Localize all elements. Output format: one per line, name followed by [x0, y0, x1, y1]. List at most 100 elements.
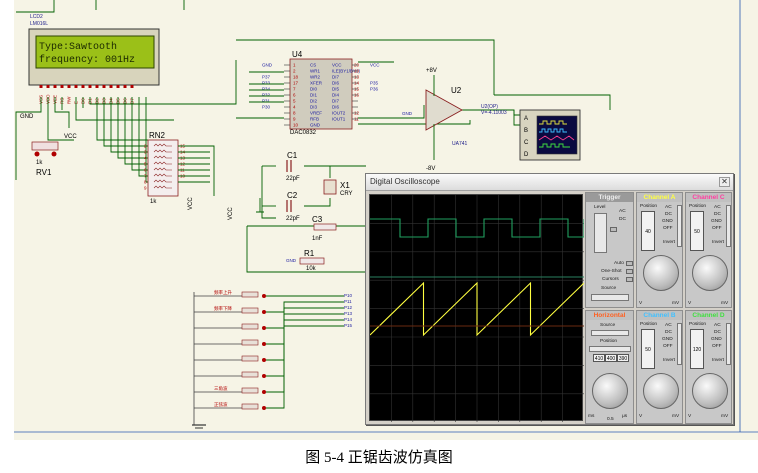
- dac-pin-label: DI7: [332, 75, 340, 80]
- trigger-label: Trigger: [586, 193, 633, 202]
- horizontal-position-slider[interactable]: [589, 346, 631, 352]
- r1-ref: R1: [304, 249, 315, 258]
- push-button[interactable]: [241, 307, 259, 314]
- oscillator-circuit[interactable]: C1 22pF C2 22pF X1 CRY C3 1nF R1 10k GND…: [228, 151, 374, 273]
- dac-pin-label: IOUT1: [332, 117, 346, 122]
- dac-pin-label: XFER: [310, 81, 323, 86]
- port-label: P15: [344, 323, 353, 328]
- svg-text:VCC: VCC: [188, 197, 194, 210]
- push-button[interactable]: [241, 291, 259, 298]
- trigger-source-selector[interactable]: [591, 294, 629, 301]
- channel-d-position[interactable]: 120: [690, 329, 704, 369]
- opamp-probe-value: V=-4.11003: [481, 110, 507, 116]
- lcd-display[interactable]: LCD2 LM016L Type:Sawtooth frequency: 001…: [28, 14, 160, 104]
- dac-pin-label: ILE(BY1/BY2): [332, 69, 361, 74]
- trigger-coupling-switch[interactable]: [610, 227, 617, 232]
- push-button[interactable]: [241, 323, 259, 330]
- cursors-toggle[interactable]: [626, 277, 633, 282]
- push-button[interactable]: [241, 339, 259, 346]
- c3-ref: C3: [312, 215, 323, 224]
- channel-c-volts-knob[interactable]: [692, 255, 728, 291]
- horizontal-section: Horizontal Source Position 410 400 390 m…: [585, 310, 634, 424]
- close-button[interactable]: ✕: [719, 177, 730, 187]
- scope-screen: [369, 194, 585, 422]
- channel-b-trace: [370, 218, 585, 238]
- channel-d-mode-switch[interactable]: [726, 323, 731, 365]
- dac-pin-number: 7: [293, 87, 296, 92]
- svg-text:1nF: 1nF: [312, 236, 323, 242]
- crystal-ref: X1: [340, 181, 350, 190]
- one-shot-toggle[interactable]: [626, 269, 633, 274]
- channel-b-section: Channel B Position 50 AC DC GND OFF Inve…: [636, 310, 683, 424]
- dac-net-label: P36: [370, 87, 379, 92]
- dac-pin-label: DI5: [332, 87, 340, 92]
- dac-net-label: VCC: [370, 63, 380, 68]
- svg-text:B: B: [524, 128, 528, 134]
- channel-d-label: Channel D: [686, 311, 731, 320]
- channel-a-mode-switch[interactable]: [677, 205, 682, 247]
- dac-pin-label: DI0: [310, 87, 318, 92]
- channel-b-volts-knob[interactable]: [643, 373, 679, 409]
- dac-pin-label: WR1: [310, 69, 320, 74]
- dac-pin-number: 1: [293, 63, 296, 68]
- svg-text:22pF: 22pF: [286, 216, 300, 222]
- lcd-pin-label: RW: [67, 96, 72, 104]
- channel-d-volts-knob[interactable]: [692, 373, 728, 409]
- push-button[interactable]: [241, 403, 259, 410]
- push-button[interactable]: [241, 387, 259, 394]
- dac-pin-label: DI4: [332, 93, 340, 98]
- dac-net-label: P32: [262, 93, 271, 98]
- c2-ref: C2: [287, 191, 298, 200]
- dac-pin-label: DI7: [332, 99, 340, 104]
- horizontal-source-selector[interactable]: [591, 330, 629, 336]
- channel-a-volts-knob[interactable]: [643, 255, 679, 291]
- auto-toggle[interactable]: [626, 261, 633, 266]
- channel-c-mode-switch[interactable]: [726, 205, 731, 247]
- lcd-line-2: frequency: 001Hz: [39, 54, 135, 66]
- dac-part: DAC0832: [290, 130, 317, 136]
- scope-symbol[interactable]: A B C D: [519, 109, 581, 161]
- oscilloscope-window[interactable]: Digital Oscilloscope ✕ Trigger Level AC …: [365, 173, 734, 425]
- svg-text:VCC: VCC: [228, 207, 234, 220]
- rn2-pin: 3: [144, 150, 147, 155]
- channel-c-position[interactable]: 50: [690, 211, 704, 251]
- dac-pin-label: DI1: [310, 93, 318, 98]
- oscilloscope-titlebar[interactable]: Digital Oscilloscope ✕: [366, 174, 733, 191]
- push-button[interactable]: [241, 355, 259, 362]
- channel-a-position[interactable]: 40: [641, 211, 655, 251]
- channel-a-section: Channel A Position 40 AC DC GND OFF Inve…: [636, 192, 683, 308]
- channel-b-position[interactable]: 50: [641, 329, 655, 369]
- channel-b-mode-switch[interactable]: [677, 323, 682, 365]
- svg-text:GND: GND: [402, 111, 413, 116]
- dac-pin-number: 8: [293, 111, 296, 116]
- dac-pin-label: CS: [310, 63, 316, 68]
- rv1-potentiometer[interactable]: GND VCC 1k RV1: [20, 114, 77, 177]
- dac-pin-number: 10: [293, 123, 299, 128]
- opamp-u2[interactable]: U2 +8V -8V GND U2(OP) V=-4.11003 UA741: [402, 68, 507, 172]
- push-button[interactable]: [241, 371, 259, 378]
- horizontal-time-knob[interactable]: [592, 373, 628, 409]
- opamp-ref: U2: [451, 86, 462, 95]
- channel-b-label: Channel B: [637, 311, 682, 320]
- dac-pin-number: 17: [293, 81, 299, 86]
- dac-pin-number: 5: [293, 99, 296, 104]
- port-label: P14: [344, 317, 353, 322]
- svg-text:C: C: [524, 140, 529, 146]
- port-label: P10: [344, 293, 353, 298]
- rn2-pin: 6: [144, 168, 147, 173]
- dac-pin-label: DI6: [332, 81, 340, 86]
- oscilloscope-title: Digital Oscilloscope: [370, 177, 440, 186]
- svg-text:UA741: UA741: [452, 141, 468, 147]
- lcd-line-1: Type:Sawtooth: [39, 41, 117, 53]
- channel-d-section: Channel D Position 120 AC DC GND OFF Inv…: [685, 310, 732, 424]
- button-label: 频率上升: [214, 289, 232, 296]
- port-label: P13: [344, 311, 353, 316]
- dac-pin-label: VCC: [332, 63, 342, 68]
- dac-net-label: P30: [262, 105, 271, 110]
- trigger-level-slider[interactable]: [594, 213, 607, 253]
- dac-pin-label: RFB: [310, 117, 319, 122]
- rn2-pin: 9: [144, 186, 147, 191]
- dac0832-chip[interactable]: U4 CS1GNDWR12WR218P37XFER17P33DI07P34DI1…: [236, 39, 611, 136]
